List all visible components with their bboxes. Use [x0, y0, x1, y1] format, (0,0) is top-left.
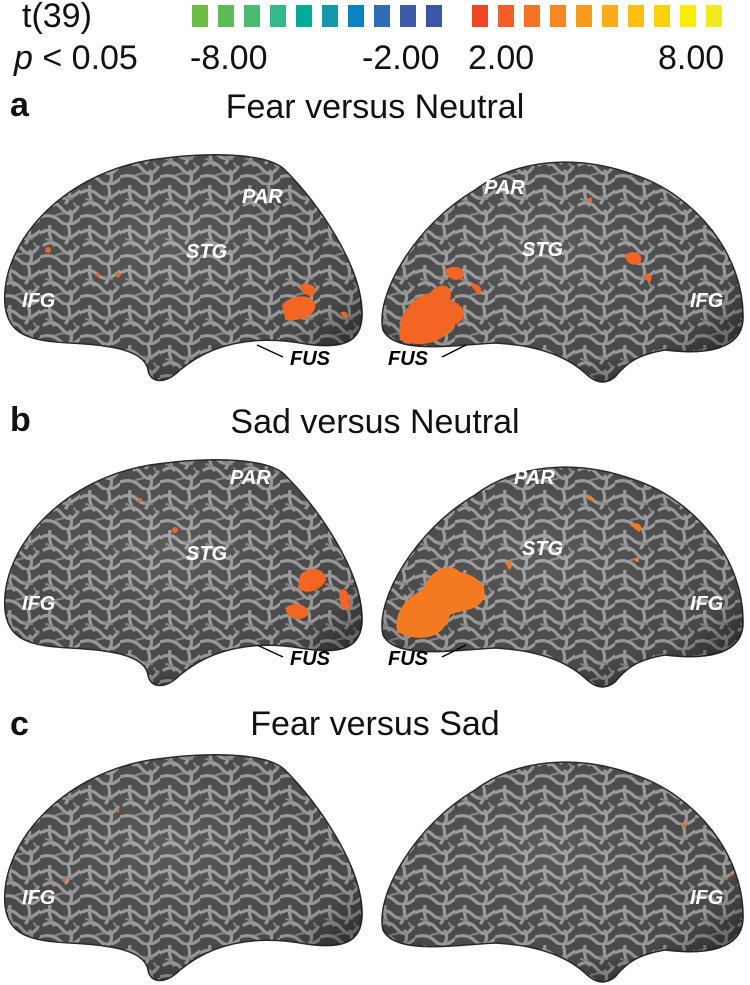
panel-letter: c	[10, 705, 29, 743]
panel-title: Fear versus Sad	[250, 705, 500, 743]
region-label-ifg: IFG	[22, 887, 56, 909]
color-swatch	[374, 5, 390, 27]
region-label-ifg: IFG	[22, 290, 56, 312]
right-hemisphere-surface	[381, 161, 744, 383]
fus-leader-line	[441, 344, 467, 358]
color-swatch	[498, 5, 514, 27]
region-label-ifg: IFG	[22, 593, 56, 615]
region-label-ifg: IFG	[690, 290, 724, 312]
color-swatch	[706, 5, 722, 27]
color-swatch	[244, 5, 260, 27]
tick-label: -2.00	[362, 39, 440, 77]
threshold-label: p < 0.05	[14, 39, 138, 77]
negative-color-swatches	[192, 5, 452, 27]
color-swatch	[550, 5, 566, 27]
region-label-fus: FUS	[290, 348, 330, 370]
color-swatch	[296, 5, 312, 27]
color-swatch	[322, 5, 338, 27]
color-swatch	[218, 5, 234, 27]
panel-letter: a	[10, 86, 29, 124]
region-label-stg: STG	[522, 538, 564, 560]
right-hemisphere-surface	[381, 761, 744, 983]
color-swatch	[426, 5, 442, 27]
panel-a: a Fear versus Neutral PAR STG IFG FUS PA…	[0, 85, 750, 395]
panel-letter: b	[10, 401, 31, 439]
color-swatch	[602, 5, 618, 27]
color-swatch	[270, 5, 286, 27]
color-swatch	[576, 5, 592, 27]
panel-c: c Fear versus Sad IFG IFG	[0, 690, 750, 985]
activation-blobs	[399, 197, 652, 345]
right-hemisphere-surface	[381, 466, 744, 688]
color-swatch	[472, 5, 488, 27]
color-swatch	[192, 5, 208, 27]
panel-title: Fear versus Neutral	[225, 88, 525, 126]
region-label-ifg: IFG	[690, 593, 724, 615]
region-label-par: PAR	[484, 177, 525, 199]
region-label-stg: STG	[186, 543, 228, 565]
color-swatch	[680, 5, 696, 27]
color-swatch	[348, 5, 364, 27]
fus-leader-line	[441, 644, 467, 658]
activation-blobs	[138, 498, 350, 620]
positive-color-swatches	[472, 5, 732, 27]
region-label-par: PAR	[242, 186, 283, 208]
region-label-ifg: IFG	[690, 887, 724, 909]
tick-label: 8.00	[658, 39, 725, 77]
panel-b: b Sad versus Neutral PAR STG IFG FUS PAR…	[0, 400, 750, 690]
color-swatch	[628, 5, 644, 27]
left-hemisphere-surface	[4, 154, 363, 382]
activation-blobs	[396, 495, 642, 638]
region-label-par: PAR	[514, 467, 555, 489]
statistic-label: t(39)	[22, 0, 92, 35]
region-label-par: PAR	[230, 467, 271, 489]
region-label-fus: FUS	[388, 648, 428, 670]
left-hemisphere-surface	[4, 754, 363, 982]
tick-label: 2.00	[468, 39, 535, 77]
left-hemisphere-surface	[4, 459, 363, 687]
activation-blobs	[45, 247, 348, 321]
region-label-stg: STG	[522, 239, 564, 261]
fus-leader-line	[256, 344, 284, 358]
color-swatch	[524, 5, 540, 27]
color-swatch	[400, 5, 416, 27]
panel-title: Sad versus Neutral	[230, 403, 520, 441]
color-scale-legend: t(39) p < 0.05 -8.00 -2.00 2.00 8.00	[0, 0, 750, 80]
region-label-fus: FUS	[388, 348, 428, 370]
color-swatch	[654, 5, 670, 27]
region-label-fus: FUS	[290, 648, 330, 670]
tick-label: -8.00	[190, 39, 268, 77]
region-label-stg: STG	[186, 241, 228, 263]
fus-leader-line	[256, 644, 284, 658]
